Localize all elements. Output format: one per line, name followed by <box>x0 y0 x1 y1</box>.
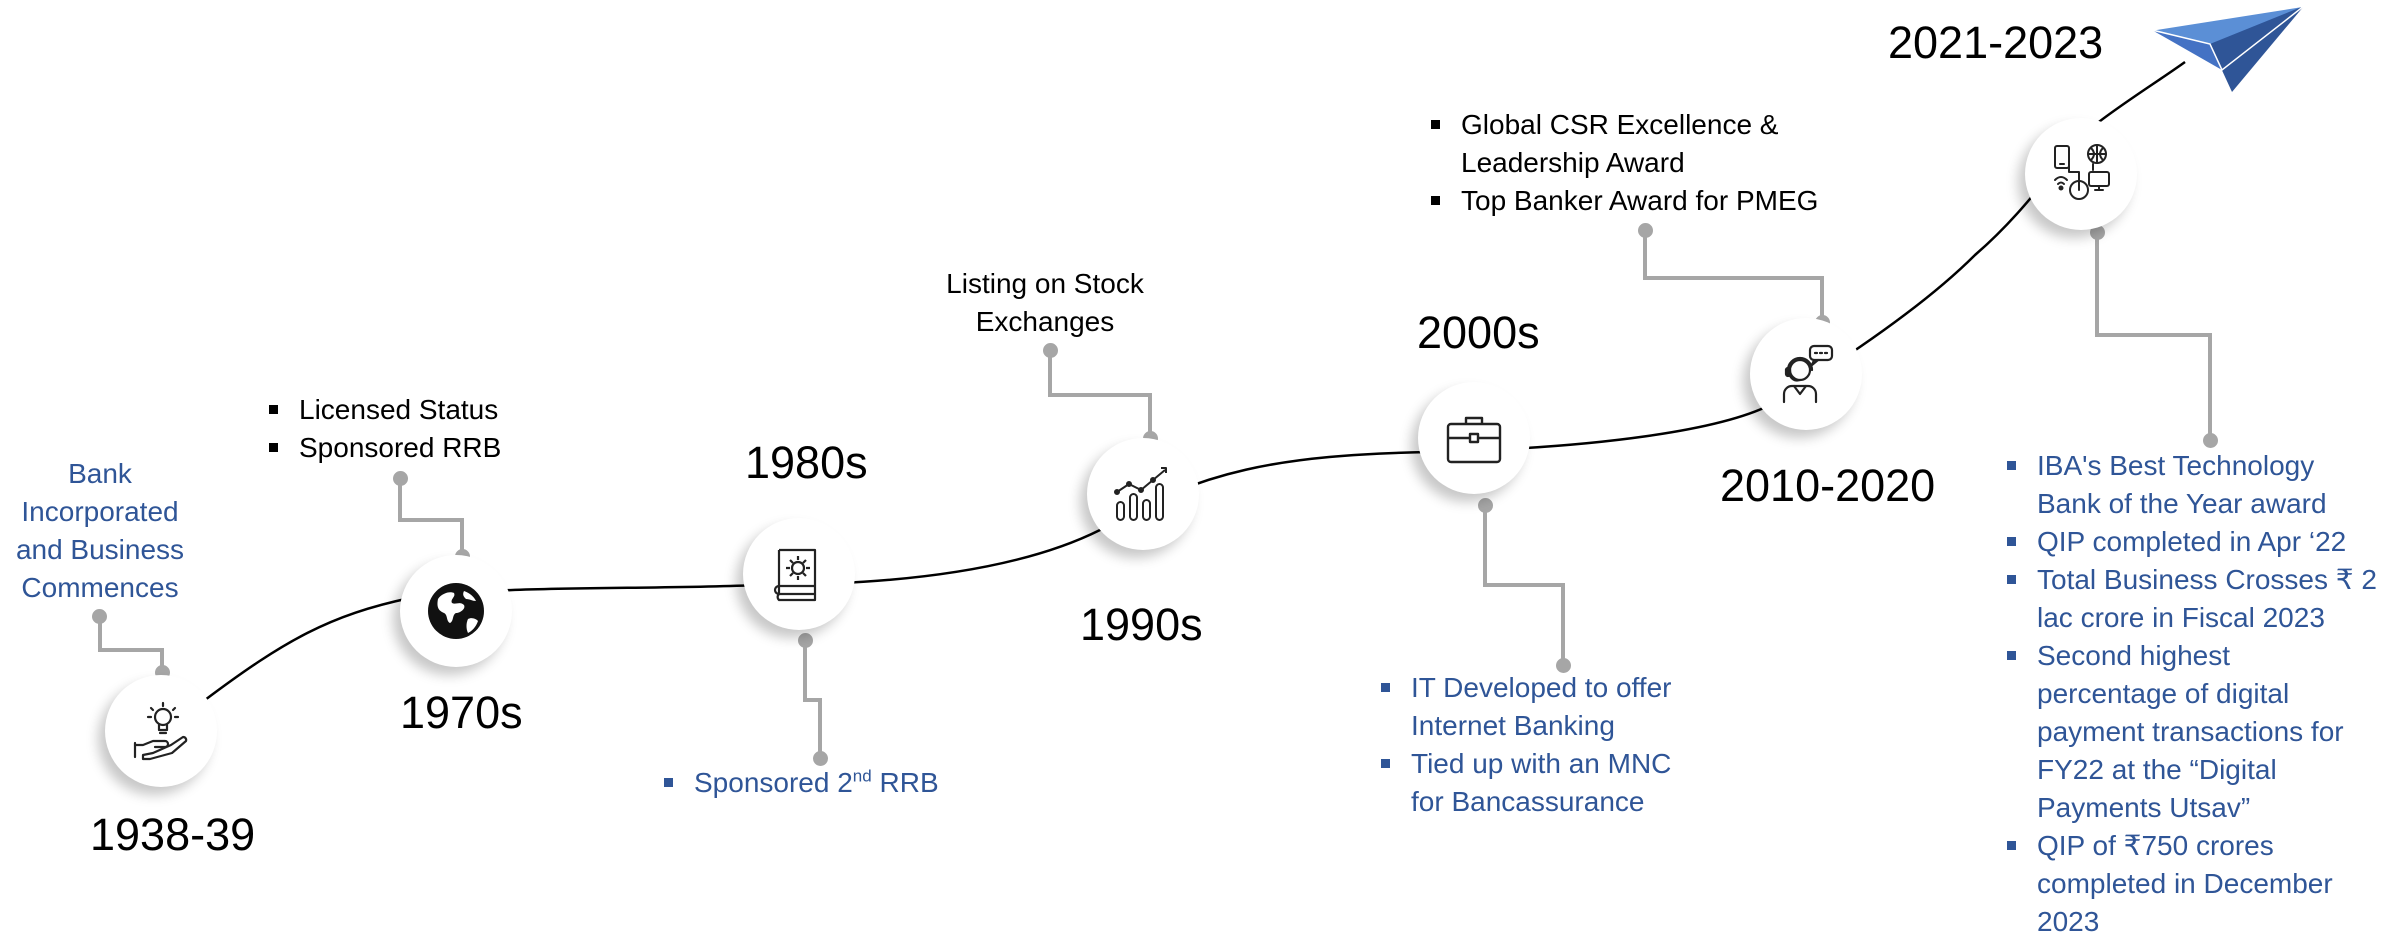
connector-dot <box>1043 343 1058 358</box>
connector-2021 <box>2095 232 2212 440</box>
milestone-note: Listing on Stock Exchanges <box>946 268 1144 337</box>
year-label: 2010-2020 <box>1720 460 1936 511</box>
curve-to-plane <box>2094 60 2186 126</box>
globe-icon <box>428 583 484 639</box>
connector-2000 <box>1483 505 1565 665</box>
growth-chart-icon <box>1114 467 1167 521</box>
connector-dot <box>393 471 408 486</box>
list-item: Sponsored 2nd RRB <box>660 764 939 802</box>
briefcase-icon <box>1446 416 1502 464</box>
year-label: 1970s <box>400 687 523 738</box>
connector-1980 <box>803 640 822 758</box>
list-item: Sponsored RRB <box>265 429 501 467</box>
connector-dot <box>813 751 828 766</box>
milestone-note: Licensed Status Sponsored RRB <box>265 391 501 467</box>
connector-1938 <box>98 617 164 672</box>
lightbulb-hand-icon <box>133 701 188 761</box>
year-label: 1938-39 <box>90 809 256 860</box>
connector-dot <box>2090 225 2105 240</box>
year-label: 1980s <box>745 437 868 488</box>
connector-dot <box>92 609 107 624</box>
connector-2010 <box>1643 230 1824 322</box>
customer-support-icon <box>1782 344 1834 404</box>
year-label: 1990s <box>1080 599 1203 650</box>
connector-1970 <box>398 478 464 556</box>
list-item: Top Banker Award for PMEG <box>1427 182 1818 220</box>
year-label: 2000s <box>1417 307 1540 358</box>
milestone-2010-2020 <box>1750 318 1862 430</box>
connector-dot <box>2203 433 2218 448</box>
milestone-note: Bank Incorporated and Business Commences <box>15 458 185 603</box>
milestone-2000s <box>1418 382 1530 494</box>
milestone-1980s <box>743 518 855 630</box>
digital-devices-icon <box>2054 144 2110 200</box>
milestone-1970s <box>400 555 512 667</box>
list-item: QIP completed in Apr ‘22 <box>2003 523 2377 561</box>
year-label: 2021-2023 <box>1888 17 2104 68</box>
list-item: Global CSR Excellence &Leadership Award <box>1427 106 1818 182</box>
book-gear-icon <box>773 548 817 602</box>
connector-1990 <box>1048 350 1152 438</box>
list-item: Licensed Status <box>265 391 501 429</box>
milestone-1990s <box>1087 438 1199 550</box>
connector-dot <box>798 633 813 648</box>
milestone-2021-2023 <box>2025 118 2137 230</box>
connector-dot <box>1478 498 1493 513</box>
connector-dot <box>1556 658 1571 673</box>
milestone-1938-39 <box>105 675 217 787</box>
connector-dot <box>1638 223 1653 238</box>
milestone-note: Global CSR Excellence &Leadership Award … <box>1427 106 1818 220</box>
paper-plane-icon <box>2151 4 2307 92</box>
milestone-note: Sponsored 2nd RRB <box>660 764 939 802</box>
